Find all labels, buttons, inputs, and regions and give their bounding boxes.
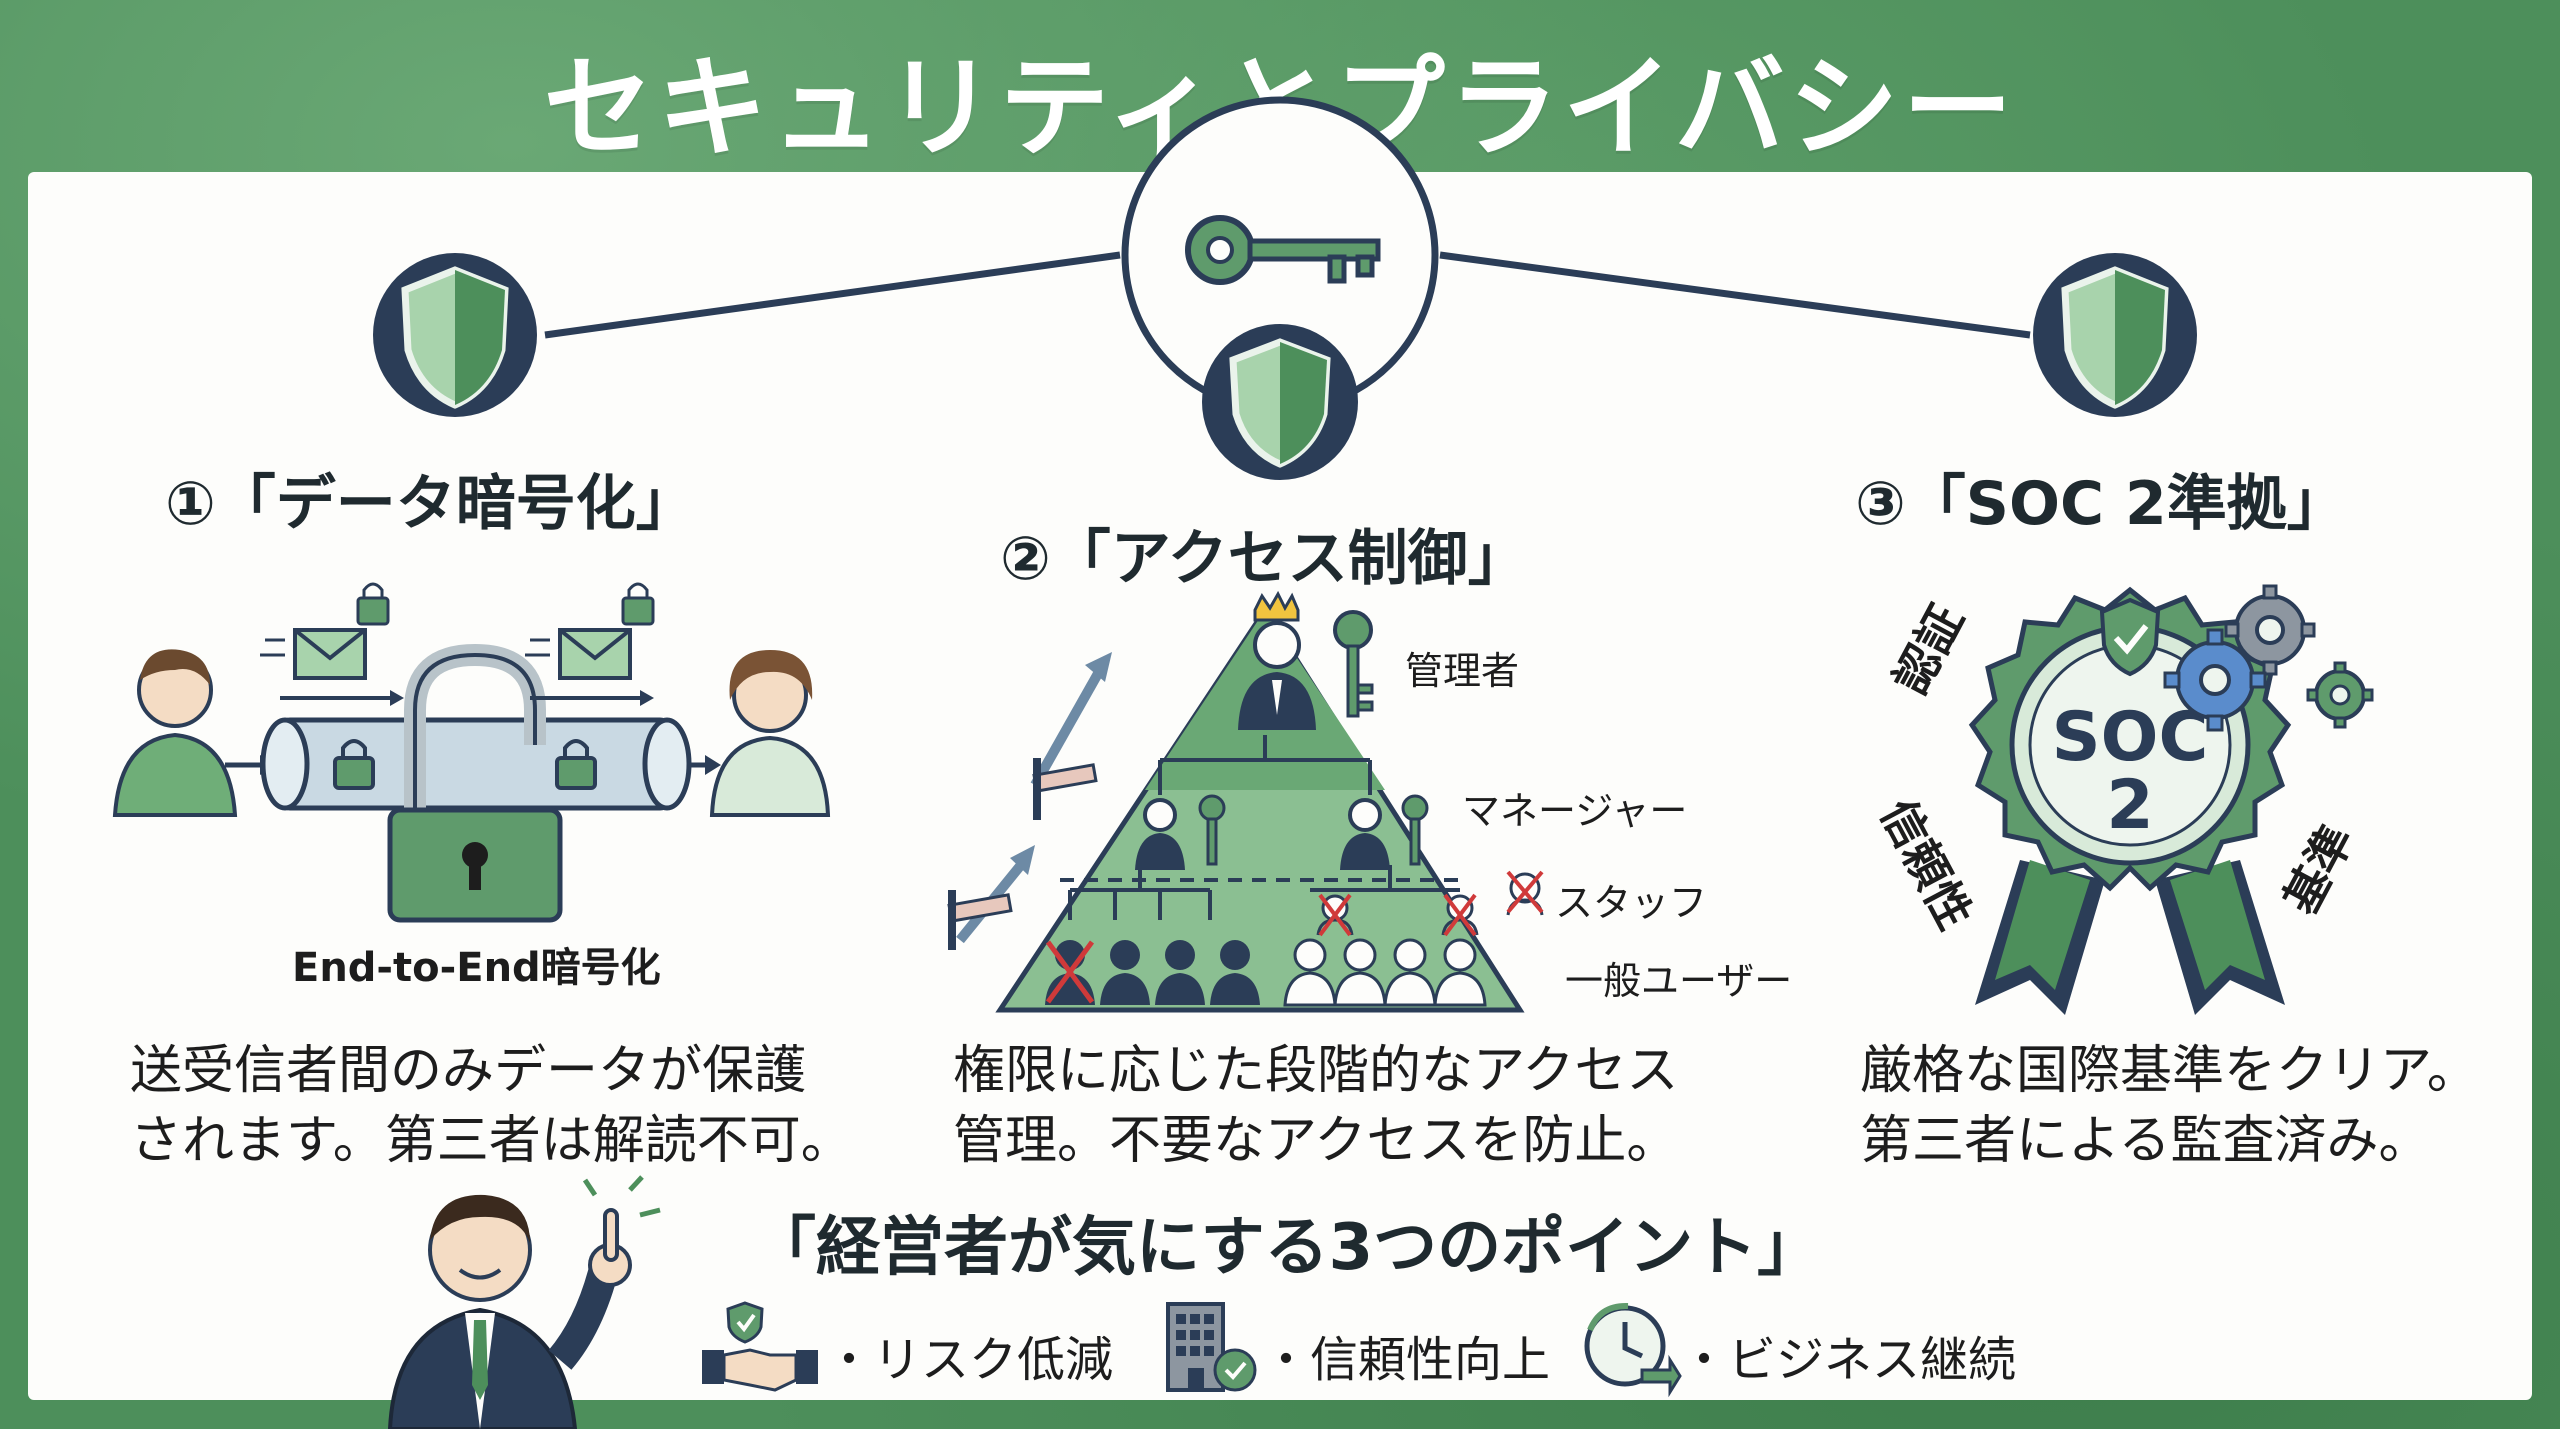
encryption-illustration <box>112 582 831 923</box>
gate-icon <box>1032 758 1098 820</box>
shield-icon <box>2099 597 2161 677</box>
soc2-badge-illustration: SOC 2 <box>1968 584 2374 1015</box>
person-icon <box>1045 940 1095 1005</box>
level-label-general: 一般ユーザー <box>1565 959 1793 1003</box>
badge-soc: SOC <box>2052 698 2209 777</box>
lock-icon <box>555 739 597 790</box>
point-reliability: ・信頼性向上 <box>1262 1332 1551 1388</box>
bottom-heading: 「経営者が気にする3つのポイント」 <box>752 1211 1822 1286</box>
person-icon <box>709 650 831 817</box>
level-label-manager: マネージャー <box>1462 789 1688 833</box>
handshake-icon <box>702 1301 818 1392</box>
person-icon <box>1506 870 1544 916</box>
section-heading-encryption: ①「データ暗号化」 <box>165 455 706 542</box>
person-icon <box>1333 938 1387 1007</box>
key-icon <box>1198 794 1226 866</box>
clock-icon <box>1584 1302 1682 1398</box>
key-icon <box>1333 610 1374 718</box>
envelope-icon <box>260 582 390 680</box>
shield-icon <box>373 253 537 417</box>
person-icon <box>112 649 238 817</box>
gear-icon <box>2224 584 2316 676</box>
level-label-staff: スタッフ <box>1555 881 1708 925</box>
access-pyramid-illustration <box>947 590 1544 1013</box>
building-icon <box>1166 1302 1257 1392</box>
section-heading-soc2: ③「SOC 2準拠」 <box>1855 455 2357 542</box>
badge-2: 2 <box>2106 766 2153 845</box>
shield-icon <box>2033 253 2197 417</box>
person-icon <box>1210 940 1260 1005</box>
padlock-icon <box>387 643 563 923</box>
gate-icon <box>947 890 1013 950</box>
person-icon <box>1433 938 1487 1007</box>
key-icon <box>1401 794 1429 866</box>
lock-icon <box>333 739 375 790</box>
person-icon <box>1340 798 1390 870</box>
person-icon <box>1238 621 1316 730</box>
shield-icon <box>1202 324 1358 480</box>
businessman-illustration <box>387 1175 661 1429</box>
description-encryption: 送受信者間のみデータが保護 されます。第三者は解読不可。 <box>130 1041 853 1171</box>
description-soc2: 厳格な国際基準をクリア。 第三者による監査済み。 <box>1860 1041 2479 1171</box>
person-icon <box>1135 798 1185 870</box>
gear-icon <box>2306 661 2374 729</box>
crown-icon <box>1253 590 1300 622</box>
person-icon <box>1100 940 1150 1005</box>
person-icon <box>1441 893 1479 937</box>
person-icon <box>1155 940 1205 1005</box>
person-icon <box>1283 938 1337 1007</box>
gear-icon <box>2163 628 2267 732</box>
level-label-admin: 管理者 <box>1405 649 1520 693</box>
envelope-icon <box>525 582 655 680</box>
e2e-caption: End-to-End暗号化 <box>292 945 661 991</box>
point-business-continuity: ・ビジネス継続 <box>1680 1332 2017 1388</box>
person-icon <box>1316 893 1354 937</box>
person-icon <box>1383 938 1437 1007</box>
key-icon <box>1185 215 1381 285</box>
point-risk-reduction: ・リスク低減 <box>825 1332 1114 1388</box>
description-access-control: 権限に応じた段階的なアクセス 管理。不要なアクセスを防止。 <box>953 1041 1679 1171</box>
section-heading-access-control: ②「アクセス制御」 <box>1000 510 1538 597</box>
